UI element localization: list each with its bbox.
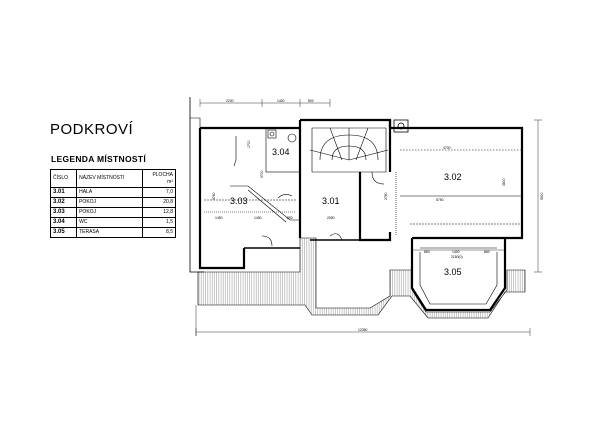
dim-3760: 3760 [212, 192, 216, 200]
dim-2050: 2050 [327, 216, 335, 220]
dim-860b: 860 [484, 250, 490, 254]
sink-icon [267, 129, 277, 139]
chimney [393, 119, 409, 133]
dim-1450: 1450 [215, 216, 223, 220]
room-labels: 3.03 3.04 3.01 3.02 3.05 [230, 147, 462, 277]
header-area-label: PLOCHA [152, 171, 173, 178]
outer-wall-lines [189, 97, 204, 273]
dim-top-2: 1400 [277, 99, 285, 103]
dimension-lines [195, 99, 542, 336]
dim-4700: 4700 [443, 146, 451, 150]
header-number: ČÍSLO [49, 169, 78, 188]
room-label-303: 3.03 [230, 196, 248, 206]
dim-1450b: 1450 [254, 216, 262, 220]
table-row: 3.05 TERASA 8,5 [49, 227, 177, 238]
dim-2150: 2150(0) [451, 255, 463, 259]
table-row: 3.01 HALA 7,0 [49, 187, 177, 198]
dim-860: 860 [424, 250, 430, 254]
room-label-304: 3.04 [272, 147, 290, 157]
room-number: 3.05 [49, 227, 78, 238]
room-area: 8,5 [141, 227, 177, 238]
dim-1700: 1700 [247, 140, 251, 148]
dim-5600: 5600 [540, 192, 544, 200]
dim-top-3: 800 [308, 99, 314, 103]
toilet-icon [287, 133, 297, 143]
interior-lines [204, 127, 522, 305]
legend-title: LEGENDA MÍSTNOSTÍ [51, 154, 146, 164]
header-area: PLOCHA m² [141, 169, 177, 188]
room-label-301: 3.01 [322, 196, 340, 206]
wc-fixtures [267, 129, 297, 143]
header-area-unit: m² [167, 178, 173, 185]
dimension-texts: 2230 1400 800 3760 1700 5700 1450 1450 8… [212, 99, 544, 332]
plan-title: PODKROVÍ [50, 121, 134, 138]
dim-5750: 5750 [436, 198, 444, 202]
dim-1400: 1400 [452, 250, 460, 254]
dim-890: 890 [287, 216, 293, 220]
dim-3800: 3800 [502, 178, 506, 186]
room-label-302: 3.02 [444, 172, 462, 182]
dim-5700: 5700 [260, 170, 264, 178]
dim-top-1: 2230 [226, 99, 234, 103]
room-label-305: 3.05 [444, 267, 462, 277]
legend-header-row: ČÍSLO NÁZEV MÍSTNOSTI PLOCHA m² [49, 169, 177, 188]
dim-total: 12350 [358, 328, 368, 332]
room-legend-table: ČÍSLO NÁZEV MÍSTNOSTI PLOCHA m² 3.01 HAL… [49, 169, 177, 238]
dim-2780: 2780 [384, 192, 388, 200]
terrace-decking [197, 237, 526, 319]
